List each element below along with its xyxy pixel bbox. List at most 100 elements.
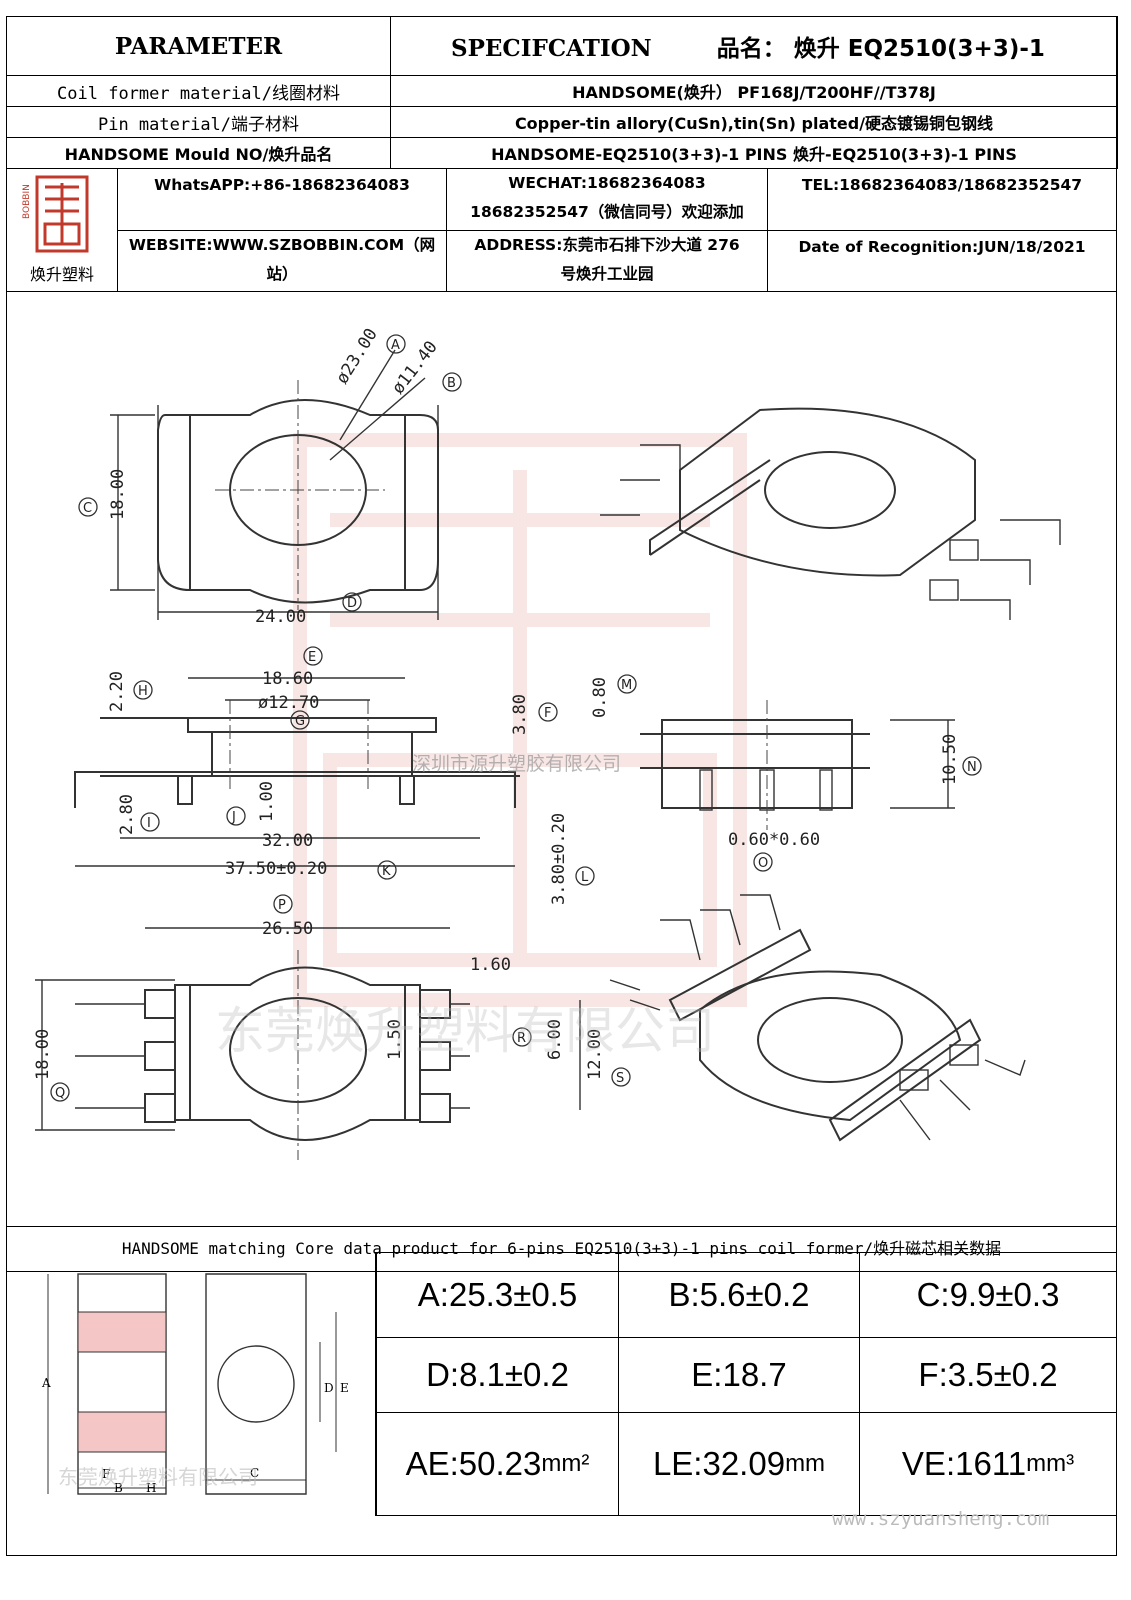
iso-view-bottom bbox=[609, 894, 1026, 1142]
svg-text:H: H bbox=[146, 1481, 156, 1495]
svg-text:D: D bbox=[324, 1381, 334, 1395]
logo-text: 焕升塑料 bbox=[29, 265, 94, 284]
svg-text:B: B bbox=[114, 1481, 123, 1495]
mould-no-value: HANDSOME-EQ2510(3+3)-1 PINS 焕升-EQ2510(3+… bbox=[390, 137, 1118, 169]
svg-text:E: E bbox=[308, 650, 316, 665]
website-text-2: 站） bbox=[266, 265, 298, 283]
svg-text:东莞焕升塑料有限公司: 东莞焕升塑料有限公司 bbox=[58, 1465, 258, 1489]
svg-text:M: M bbox=[621, 678, 632, 693]
dim-n: 10.50 bbox=[940, 734, 960, 785]
dim-a: ø23.00 bbox=[332, 325, 382, 388]
website-cell: WEBSITE:WWW.SZBOBBIN.COM（网 站） bbox=[117, 230, 447, 292]
date-cell: Date of Recognition:JUN/18/2021 bbox=[767, 230, 1117, 292]
core-value-f: F:3.5±0.2 bbox=[859, 1337, 1117, 1413]
svg-text:G: G bbox=[295, 714, 305, 729]
svg-text:C: C bbox=[250, 1466, 259, 1480]
whatsapp-cell: WhatsAPP:+86-18682364083 bbox=[117, 168, 447, 231]
dim-k: 37.50±0.20 bbox=[225, 859, 327, 879]
technical-drawing: 24.00 18.00 ø23.00 ø11.40 18.60 ø12.70 2… bbox=[33, 325, 1061, 1160]
svg-text:BOBBIN: BOBBIN bbox=[22, 184, 32, 219]
wechat-cell: WECHAT:18682364083 18682352547（微信同号）欢迎添加 bbox=[446, 168, 768, 231]
spec-heading: SPECIFCATION bbox=[451, 35, 652, 62]
svg-text:O: O bbox=[758, 856, 768, 871]
product-name: 品名： 焕升 EQ2510(3+3)-1 bbox=[716, 36, 1045, 62]
coil-material-label: Coil former material/线圈材料 bbox=[6, 75, 391, 107]
iso-view-top bbox=[600, 407, 1061, 620]
dim-f: 3.80 bbox=[510, 694, 530, 735]
core-diagram: A B C D E F H 东莞焕升塑料有限公司 bbox=[41, 1273, 349, 1495]
svg-text:J: J bbox=[231, 810, 236, 825]
wechat-text-2: 18682352547（微信同号）欢迎添加 bbox=[470, 203, 744, 221]
whatsapp-text: WhatsAPP:+86-18682364083 bbox=[154, 176, 410, 194]
svg-text:H: H bbox=[138, 684, 148, 699]
watermark-text-2: 东莞焕升塑料有限公司 bbox=[215, 1002, 715, 1060]
address-text-1: ADDRESS:东莞市石排下沙大道 276 bbox=[474, 236, 740, 254]
pin-material-value: Copper-tin allory(CuSn),tin(Sn) plated/硬… bbox=[390, 106, 1118, 138]
top-view: 24.00 18.00 ø23.00 ø11.40 bbox=[108, 325, 442, 627]
footer-watermark: www.szyuansheng.com bbox=[832, 1508, 1050, 1530]
dim-i: 2.80 bbox=[117, 794, 137, 835]
dim-o: 0.60*0.60 bbox=[728, 830, 820, 850]
bobbin-logo-icon: BOBBIN bbox=[22, 175, 89, 253]
mould-no-label: HANDSOME Mould NO/焕升品名 bbox=[6, 137, 391, 169]
dim-p: 26.50 bbox=[262, 919, 313, 939]
tel-text: TEL:18682364083/18682352547 bbox=[801, 176, 1083, 194]
core-value-e: E:18.7 bbox=[618, 1337, 860, 1413]
dim-q: 18.00 bbox=[33, 1029, 53, 1080]
pin-material-label: Pin material/端子材料 bbox=[6, 106, 391, 138]
dim-e: 18.60 bbox=[262, 669, 313, 689]
coil-material-value: HANDSOME(焕升） PF168J/T200HF//T378J bbox=[390, 75, 1118, 107]
bottom-view: 26.50 1.60 18.00 1.50 6.00 12.00 bbox=[33, 919, 605, 1160]
date-text: Date of Recognition:JUN/18/2021 bbox=[798, 238, 1086, 256]
address-cell: ADDRESS:东莞市石排下沙大道 276 号焕升工业园 bbox=[446, 230, 768, 292]
end-view: 0.80 10.50 0.60*0.60 bbox=[590, 677, 960, 850]
dim-m: 0.80 bbox=[590, 677, 610, 718]
core-diagram-box: A B C D E F H 东莞焕升塑料有限公司 bbox=[6, 1252, 376, 1516]
company-logo: BOBBIN 焕升塑料 bbox=[6, 168, 118, 292]
wechat-text-1: WECHAT:18682364083 bbox=[508, 174, 706, 192]
dim-l1: 3.80±0.20 bbox=[549, 813, 569, 905]
parameter-heading: PARAMETER bbox=[6, 16, 391, 76]
core-value-a: A:25.3±0.5 bbox=[376, 1252, 619, 1338]
dim-j: 1.00 bbox=[257, 781, 277, 822]
dim-g: ø12.70 bbox=[258, 693, 319, 713]
dim-r1: 1.50 bbox=[385, 1019, 405, 1060]
svg-text:P: P bbox=[278, 898, 286, 913]
core-value-c: C:9.9±0.3 bbox=[859, 1252, 1117, 1338]
spec-header-table: PARAMETER SPECIFCATION 品名： 焕升 EQ2510(3+3… bbox=[6, 16, 1118, 169]
core-data-banner: HANDSOME matching Core data product for … bbox=[6, 1226, 1117, 1272]
svg-text:E: E bbox=[340, 1381, 349, 1395]
dim-h: 2.20 bbox=[107, 671, 127, 712]
side-view: 18.60 ø12.70 2.20 3.80 2.80 1.00 32.00 3… bbox=[74, 669, 569, 905]
dim-s: 12.00 bbox=[585, 1029, 605, 1080]
svg-text:B: B bbox=[447, 376, 456, 391]
svg-text:R: R bbox=[517, 1031, 526, 1046]
dim-r: 6.00 bbox=[545, 1019, 565, 1060]
dim-k1: 32.00 bbox=[262, 831, 313, 851]
watermark-text-1: 深圳市源升塑胶有限公司 bbox=[412, 753, 621, 775]
tel-cell: TEL:18682364083/18682352547 bbox=[767, 168, 1117, 231]
core-value-d: D:8.1±0.2 bbox=[376, 1337, 619, 1413]
dim-d: 24.00 bbox=[255, 607, 306, 627]
address-text-2: 号焕升工业园 bbox=[560, 265, 654, 283]
svg-text:Q: Q bbox=[55, 1086, 65, 1101]
svg-text:A: A bbox=[391, 338, 400, 353]
callout-labels: A B C D E F G H I J K L M N O P Q R S bbox=[50, 334, 982, 1102]
svg-text:A: A bbox=[41, 1376, 51, 1390]
svg-text:D: D bbox=[347, 596, 357, 611]
svg-text:S: S bbox=[616, 1071, 624, 1086]
svg-text:F: F bbox=[102, 1467, 110, 1481]
dim-p2: 1.60 bbox=[470, 955, 511, 975]
svg-text:I: I bbox=[147, 816, 151, 831]
svg-text:L: L bbox=[581, 870, 589, 885]
svg-text:K: K bbox=[382, 864, 391, 879]
svg-text:F: F bbox=[544, 706, 551, 721]
svg-text:C: C bbox=[83, 501, 92, 516]
dim-c: 18.00 bbox=[108, 469, 128, 520]
website-text-1: WEBSITE:WWW.SZBOBBIN.COM（网 bbox=[128, 236, 436, 254]
svg-text:N: N bbox=[967, 760, 977, 775]
spec-heading-cell: SPECIFCATION 品名： 焕升 EQ2510(3+3)-1 bbox=[390, 16, 1118, 76]
